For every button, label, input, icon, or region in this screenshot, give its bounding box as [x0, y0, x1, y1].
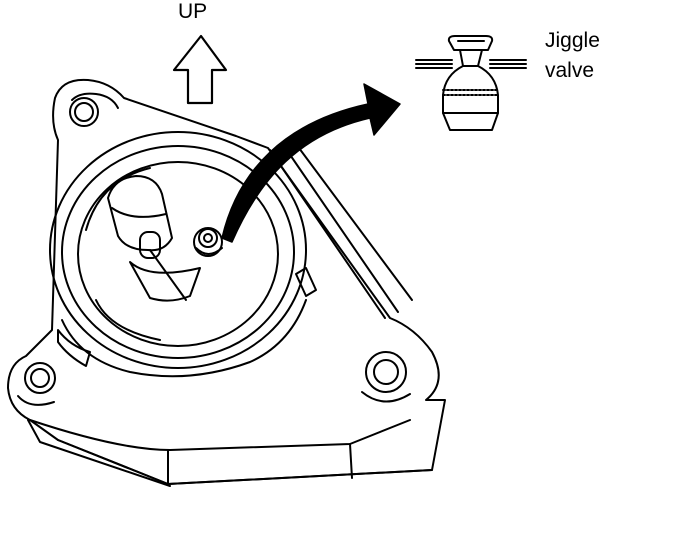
- thermostat-opening: [49, 131, 317, 378]
- thermostat-piston: [107, 175, 201, 302]
- jiggle-valve-label-line1: Jiggle: [545, 29, 600, 52]
- jiggle-valve-label-line2: valve: [545, 59, 595, 82]
- jiggle-valve-in-housing: [193, 227, 223, 257]
- thermostat-housing: [7, 78, 446, 487]
- jiggle-valve-detail: [415, 35, 527, 131]
- up-arrow-icon: [172, 34, 228, 105]
- up-label: UP: [178, 0, 208, 23]
